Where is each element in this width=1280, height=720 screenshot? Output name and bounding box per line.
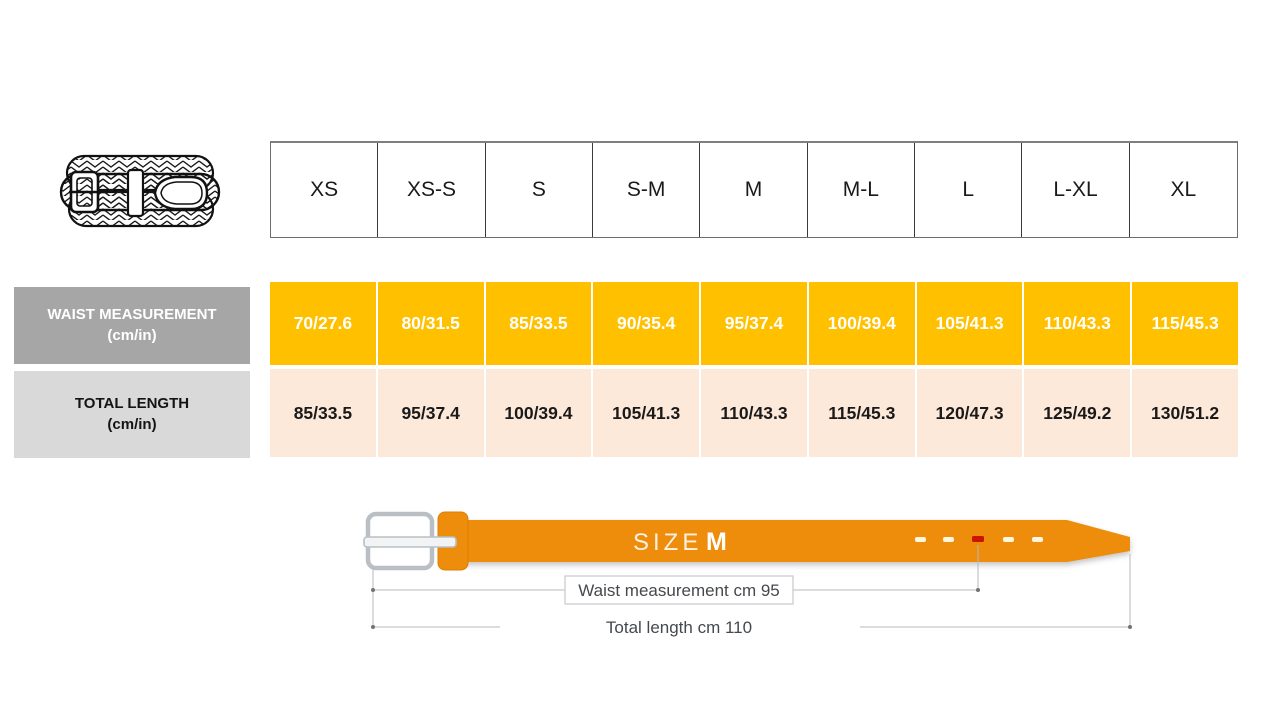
length-value-cell: 115/45.3 <box>808 369 915 457</box>
size-header-row: XS XS-S S S-M M M-L L L-XL XL <box>270 141 1238 238</box>
total-length-row-label: TOTAL LENGTH (cm/in) <box>14 371 250 458</box>
waist-value-cell: 95/37.4 <box>701 282 807 365</box>
dimension-endpoints <box>371 588 1132 629</box>
size-header-cell: XS-S <box>378 143 486 237</box>
length-value-cell: 130/51.2 <box>1132 369 1238 457</box>
waist-annotation: Waist measurement cm 95 <box>564 575 794 605</box>
waist-value-cell: 80/31.5 <box>377 282 484 365</box>
row-label-unit: (cm/in) <box>107 415 157 433</box>
length-value-cell: 85/33.5 <box>270 369 376 457</box>
waist-value-cell: 70/27.6 <box>270 282 376 365</box>
size-header-cell: L-XL <box>1022 143 1130 237</box>
belt-tip-drawing <box>153 175 209 211</box>
size-word-label: SIZE <box>633 529 702 556</box>
belt-hole-selected <box>972 536 984 542</box>
length-value-cell: 100/39.4 <box>485 369 592 457</box>
waist-measurement-row-label: WAIST MEASUREMENT (cm/in) <box>14 287 250 364</box>
length-value-cell: 95/37.4 <box>377 369 484 457</box>
belt-holes <box>915 536 1043 542</box>
length-value-cell: 105/41.3 <box>593 369 700 457</box>
braided-belt-icon <box>59 154 221 228</box>
size-header-cell: M-L <box>808 143 915 237</box>
belt-buckle-drawing <box>69 170 105 214</box>
waist-value-cell: 110/43.3 <box>1024 282 1131 365</box>
length-value-cell: 125/49.2 <box>1024 369 1131 457</box>
waist-value-cell: 90/35.4 <box>593 282 700 365</box>
waist-value-cell: 105/41.3 <box>916 282 1023 365</box>
waist-annotation-text: Waist measurement cm 95 <box>578 581 780 600</box>
size-header-cell: XS <box>271 143 379 237</box>
size-header-cell: L <box>915 143 1023 237</box>
belt-strap <box>452 520 1130 562</box>
length-annotation-text: Total length cm 110 <box>606 618 752 637</box>
row-label-text: TOTAL LENGTH <box>74 395 190 413</box>
total-length-values-row: 85/33.5 95/37.4 100/39.4 105/41.3 110/43… <box>270 369 1238 457</box>
belt-buckle <box>363 511 457 571</box>
size-value-label: M <box>706 528 727 556</box>
waist-value-cell: 100/39.4 <box>808 282 915 365</box>
length-value-cell: 110/43.3 <box>701 369 807 457</box>
belt-measurement-diagram: SIZE M Waist measurement cm 95 Total len… <box>363 511 1132 640</box>
size-header-cell: S <box>486 143 593 237</box>
waist-measurement-values-row: 70/27.6 80/31.5 85/33.5 90/35.4 95/37.4 … <box>270 282 1238 365</box>
size-header-cell: M <box>700 143 808 237</box>
size-header-cell: XL <box>1170 178 1197 201</box>
length-annotation: Total length cm 110 <box>500 612 860 640</box>
row-label-text: WAIST MEASUREMENT <box>47 306 217 324</box>
length-value-cell: 120/47.3 <box>916 369 1023 457</box>
belt-keeper-drawing <box>126 168 145 218</box>
waist-value-cell: 115/45.3 <box>1132 282 1238 365</box>
size-header-cell: S-M <box>593 143 701 237</box>
waist-value-cell: 85/33.5 <box>485 282 592 365</box>
row-label-unit: (cm/in) <box>107 326 157 344</box>
